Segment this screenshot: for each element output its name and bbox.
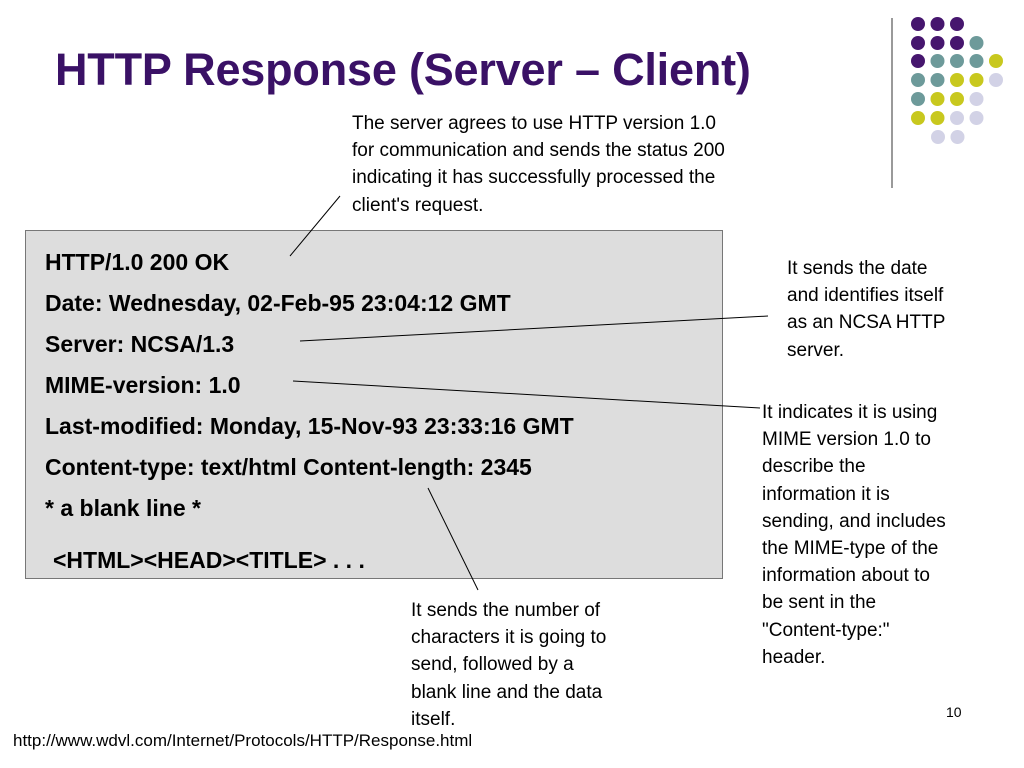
http-response-code-block: HTTP/1.0 200 OK Date: Wednesday, 02-Feb-… — [25, 230, 723, 579]
decorative-dot — [989, 73, 1003, 87]
decorative-dot — [969, 73, 984, 87]
callout-line: for communication and sends the status 2… — [352, 140, 725, 162]
decorative-dot — [950, 92, 964, 106]
decorative-dot — [931, 130, 945, 144]
callout-mime: It indicates it is using MIME version 1.… — [762, 399, 1002, 671]
decorative-dot — [911, 54, 925, 68]
callout-status-explanation: The server agrees to use HTTP version 1.… — [352, 110, 822, 219]
decorative-dot — [950, 36, 964, 50]
callout-line: be sent in the — [762, 592, 877, 614]
callout-line: blank line and the data — [411, 681, 603, 703]
decorative-dot — [911, 17, 925, 31]
callout-line: indicating it has successfully processed… — [352, 167, 716, 189]
callout-line: It sends the date — [787, 258, 928, 279]
code-line-last-modified: Last-modified: Monday, 15-Nov-93 23:33:1… — [45, 413, 574, 439]
decorative-dot — [950, 54, 964, 68]
decorative-dot — [950, 130, 965, 144]
callout-line: "Content-type:" — [762, 619, 890, 641]
callout-line: itself. — [411, 708, 456, 730]
callout-line: The server agrees to use HTTP version 1.… — [352, 113, 716, 134]
callout-line: the MIME-type of the — [762, 538, 939, 560]
callout-line: sending, and includes — [762, 510, 946, 532]
decorative-dot — [989, 54, 1003, 68]
decorative-dot — [911, 73, 925, 87]
title-divider-line — [891, 18, 893, 188]
callout-line: describe the — [762, 456, 866, 478]
decorative-dot — [969, 36, 984, 50]
decorative-dot — [930, 111, 945, 125]
callout-line: and identifies itself — [787, 285, 944, 307]
leader-line-status — [289, 195, 341, 257]
callout-line: It indicates it is using — [762, 402, 938, 423]
decorative-dot — [969, 54, 984, 68]
callout-line: client's request. — [352, 194, 484, 216]
decorative-dot — [930, 92, 945, 106]
decorative-dot — [930, 54, 945, 68]
code-line-mime-version: MIME-version: 1.0 — [45, 372, 241, 398]
decorative-dot — [950, 73, 964, 87]
callout-line: as an NCSA HTTP — [787, 312, 946, 334]
callout-line: It sends the number of — [411, 600, 601, 621]
decorative-dot — [911, 111, 925, 125]
source-url[interactable]: http://www.wdvl.com/Internet/Protocols/H… — [13, 731, 473, 750]
decorative-dot — [930, 36, 945, 50]
leader-line-mime — [292, 380, 761, 409]
code-line-blank-line: * a blank line * — [45, 495, 201, 521]
decorative-dot — [911, 36, 925, 50]
code-line-content-type: Content-type: text/html Content-length: … — [45, 454, 532, 480]
decorative-dot — [969, 111, 984, 125]
callout-line: information about to — [762, 565, 930, 587]
callout-line: send, followed by a — [411, 654, 574, 676]
code-line-date: Date: Wednesday, 02-Feb-95 23:04:12 GMT — [45, 290, 511, 316]
decorative-dot — [950, 17, 964, 31]
decorative-dot — [969, 92, 984, 106]
decorative-dot — [930, 73, 945, 87]
callout-date-server: It sends the date and identifies itself … — [787, 255, 1007, 364]
decorative-dot — [950, 111, 964, 125]
callout-content-length: It sends the number of characters it is … — [411, 597, 671, 733]
leader-line-date-server — [299, 315, 769, 342]
leader-line-content-length — [427, 487, 479, 591]
code-line-status: HTTP/1.0 200 OK — [45, 249, 230, 275]
callout-line: information it is — [762, 483, 890, 505]
decorative-dot — [911, 92, 925, 106]
callout-line: characters it is going to — [411, 627, 607, 649]
code-line-html: <HTML><HEAD><TITLE> . . . — [53, 547, 365, 573]
callout-line: MIME version 1.0 to — [762, 429, 931, 451]
callout-line: server. — [787, 339, 845, 361]
decorative-dot-grid — [911, 17, 1003, 144]
page-number: 10 — [946, 704, 962, 720]
callout-line: header. — [762, 646, 826, 668]
code-line-server: Server: NCSA/1.3 — [45, 331, 235, 357]
decorative-dot — [930, 17, 945, 31]
slide-title: HTTP Response (Server – Client) — [55, 44, 751, 95]
